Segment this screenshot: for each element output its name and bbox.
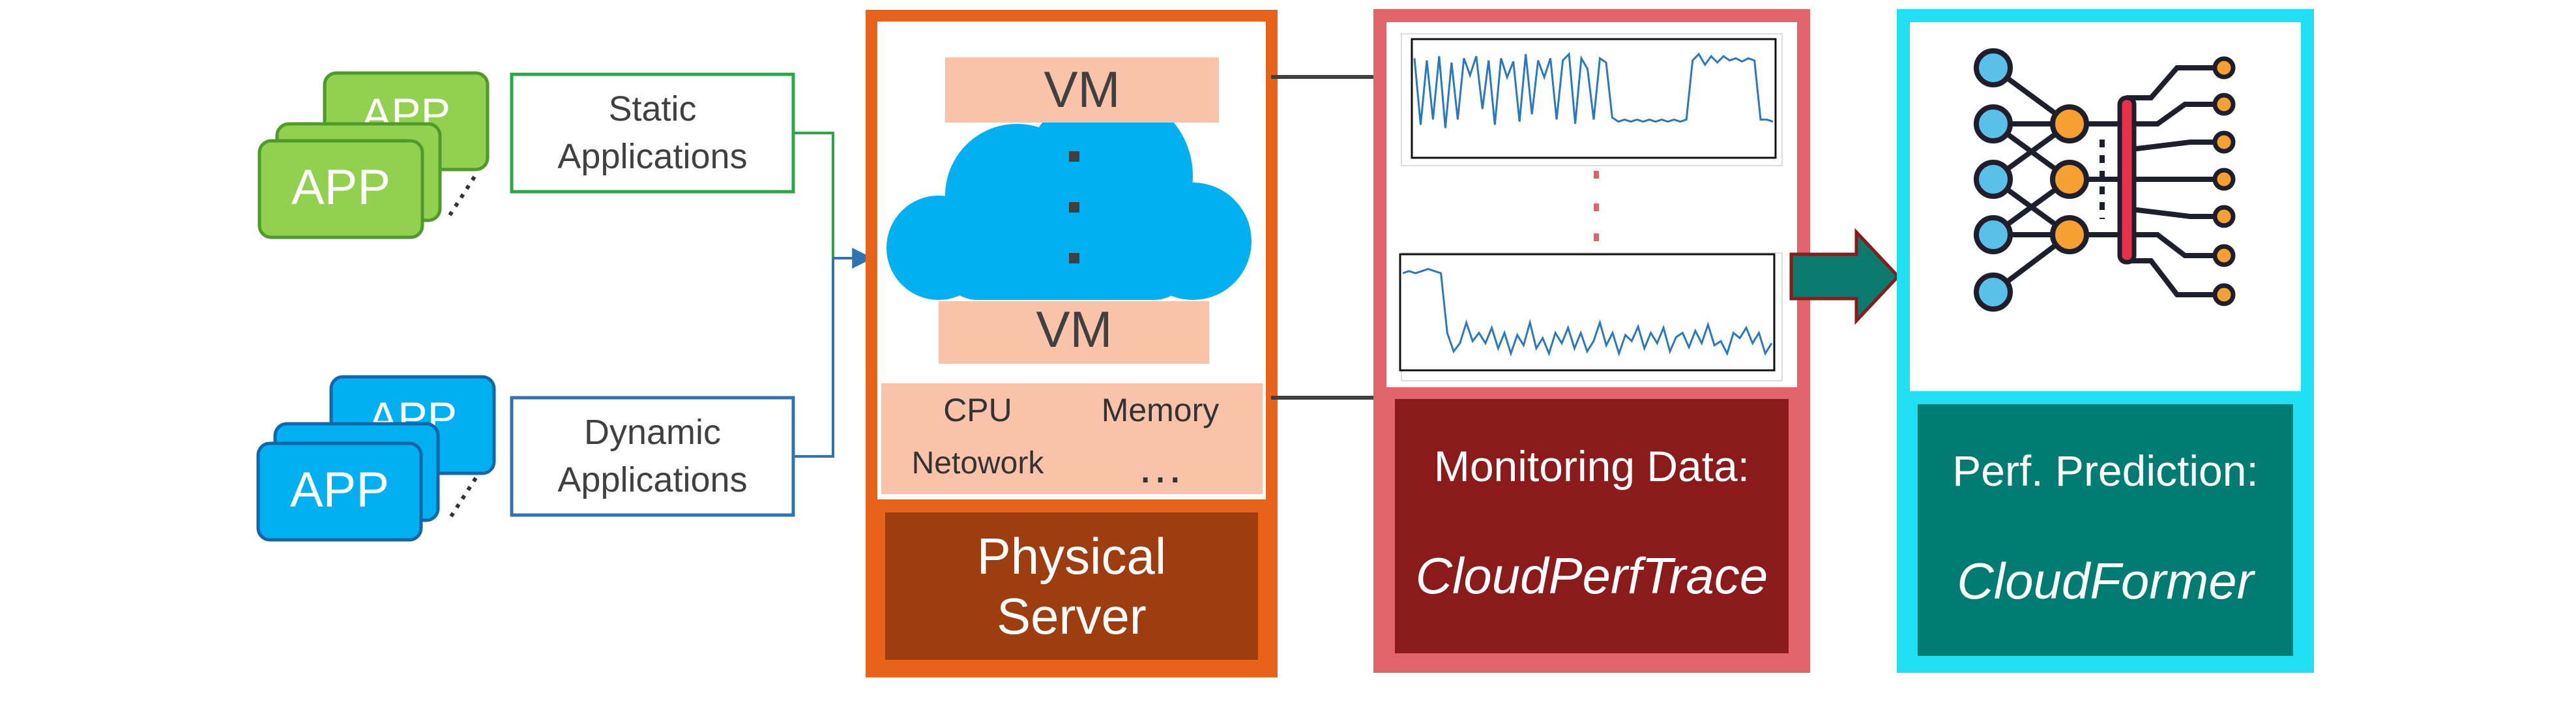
server-title-line1: Physical: [977, 527, 1166, 585]
prediction-title-panel: [1918, 404, 2293, 656]
trace-plot-bottom: [1399, 252, 1783, 381]
dynamic-applications-box: Dynamic Applications: [510, 396, 795, 517]
static-label-line1: Static: [608, 89, 696, 128]
static-applications-box: Static Applications: [510, 72, 795, 194]
dynamic-app-front-label: APP: [290, 462, 389, 518]
vm-top-box: [945, 57, 1219, 123]
vm-bottom-label: VM: [1036, 301, 1113, 358]
static-label-line2: Applications: [557, 137, 747, 176]
network-nodes: [1974, 48, 2236, 312]
memory-label: Memory: [1102, 392, 1220, 428]
static-app-stack: APP APP: [257, 71, 490, 239]
trace-line-top: [1413, 52, 1774, 128]
dynamic-label-line1: Dynamic: [584, 413, 721, 452]
monitoring-title-panel: [1395, 399, 1789, 653]
monitoring-dataset-name: CloudPerfTrace: [1416, 547, 1768, 604]
network-label: Netowork: [912, 446, 1045, 481]
physical-server-block: Physical Server CPU Memory Netowork … VM…: [866, 10, 1278, 677]
vm-ellipsis: [1069, 151, 1079, 263]
more-resources-ellipsis: …: [1137, 441, 1184, 493]
cloud-icon: [886, 91, 1251, 300]
dynamic-app-stack: APP APP: [256, 375, 496, 542]
dynamic-label-line2: Applications: [557, 460, 747, 499]
monitoring-to-prediction-arrow: [1789, 228, 1901, 325]
physical-server-title-panel: [885, 512, 1258, 660]
server-title-line2: Server: [997, 587, 1147, 645]
vm-top-label: VM: [1044, 61, 1120, 118]
apps-to-server-connector: [793, 132, 873, 458]
cpu-label: CPU: [943, 392, 1012, 428]
trace-line-bottom: [1402, 268, 1773, 357]
monitoring-title: Monitoring Data:: [1434, 442, 1749, 490]
trace-plot-top: [1401, 33, 1783, 166]
static-app-front-label: APP: [291, 160, 390, 215]
monitoring-data-block: Monitoring Data: CloudPerfTrace: [1373, 9, 1810, 673]
resources-panel: [881, 383, 1263, 494]
perf-prediction-block: Perf. Prediction: CloudFormer: [1897, 9, 2314, 673]
vm-bottom-box: [939, 301, 1209, 364]
prediction-model-name: CloudFormer: [1957, 552, 2255, 610]
trace-ellipsis: [1594, 171, 1599, 241]
prediction-title: Perf. Prediction:: [1952, 447, 2259, 495]
